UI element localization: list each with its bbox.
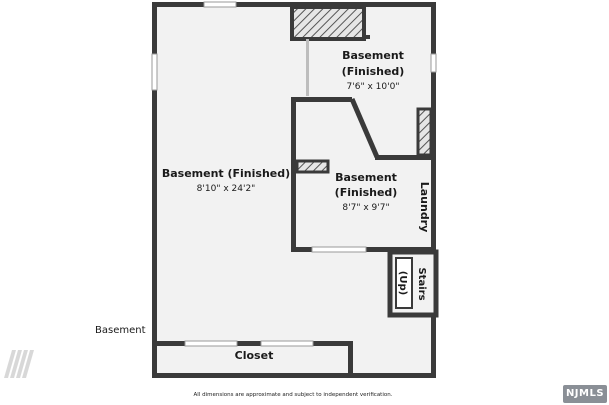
room-label-stairs-up: (Up) [397, 271, 408, 295]
right-shelf [416, 107, 433, 157]
room-dims-basement-top-right: 7'6" x 10'0" [347, 82, 400, 92]
njmls-badge: NJMLS [563, 385, 607, 403]
door-opening [311, 246, 367, 253]
room-label-basement-top-right-1: Basement [342, 49, 404, 62]
top-room-wall [364, 35, 370, 39]
small-shelf [295, 159, 330, 174]
room-label-laundry: Laundry [418, 182, 431, 233]
room-label-closet: Closet [235, 349, 274, 362]
partition-left-top [306, 39, 309, 96]
windows [151, 1, 437, 91]
room-dims-basement-mid-right: 8'7" x 9'7" [342, 203, 389, 213]
diagonal-wall [349, 98, 380, 158]
floor-level-label: Basement [95, 325, 146, 336]
top-shelf [290, 5, 366, 41]
footer-disclaimer: All dimensions are approximate and subje… [194, 392, 393, 398]
stairs-rail [395, 257, 413, 309]
watermark-logo-icon [4, 350, 34, 378]
room-label-basement-top-right-2: (Finished) [342, 65, 405, 78]
room-label-stairs: Stairs [416, 267, 427, 300]
room-label-basement-mid-right-1: Basement [335, 171, 397, 184]
room-label-basement-mid-right-2: (Finished) [335, 186, 398, 199]
closet-walls [152, 341, 353, 373]
room-label-basement-main: Basement (Finished) [162, 167, 290, 180]
closet-doors [184, 340, 314, 347]
outer-walls [152, 2, 436, 378]
room-dims-basement-main: 8'10" x 24'2" [197, 184, 256, 194]
